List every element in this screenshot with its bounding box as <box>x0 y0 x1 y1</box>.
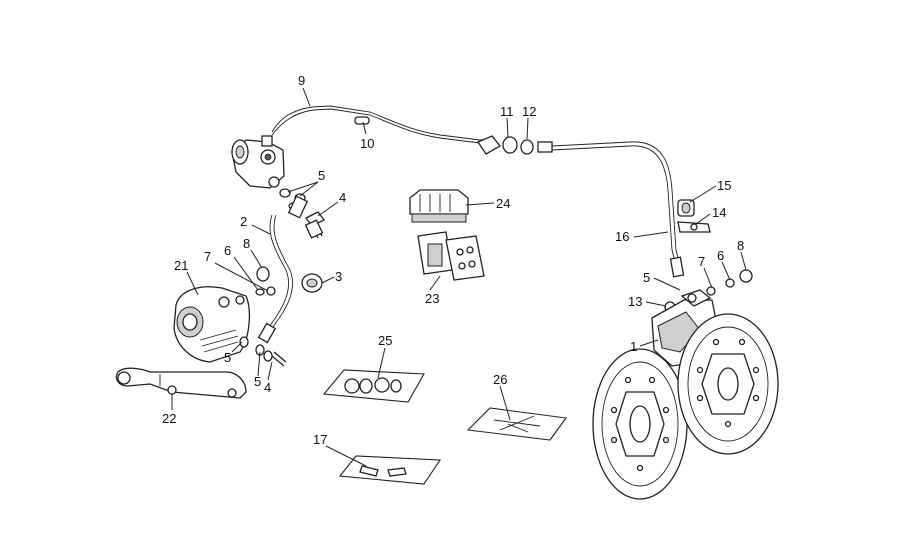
callout-6: 6 <box>224 243 231 258</box>
callout-6: 6 <box>717 248 724 263</box>
leader-lines <box>171 87 747 467</box>
callout-5: 5 <box>643 270 650 285</box>
callout-16: 16 <box>615 229 629 244</box>
brake-hose-16 <box>551 141 685 278</box>
callout-21: 21 <box>174 258 188 273</box>
master-cylinder <box>231 135 285 189</box>
callout-15: 15 <box>717 178 731 193</box>
caliper-bracket-22 <box>115 367 247 399</box>
brake-pipe-9 <box>271 105 496 144</box>
callout-5: 5 <box>318 168 325 183</box>
brake-disc-front <box>677 313 779 455</box>
bleeder-set-left <box>255 266 276 296</box>
callout-8: 8 <box>243 236 250 251</box>
callout-23: 23 <box>425 291 439 306</box>
repair-kit-26 <box>466 407 567 441</box>
callout-17: 17 <box>313 432 327 447</box>
callout-7: 7 <box>204 249 211 264</box>
callout-10: 10 <box>360 136 374 151</box>
callout-labels: 9 10 11 12 5 4 2 3 8 6 7 21 5 5 4 22 23 … <box>162 73 744 447</box>
callout-4: 4 <box>339 190 346 205</box>
callout-22: 22 <box>162 411 176 426</box>
callout-9: 9 <box>298 73 305 88</box>
callout-5: 5 <box>254 374 261 389</box>
washer-set-lower <box>239 336 287 367</box>
repair-kit-17 <box>338 455 441 485</box>
grommet-3 <box>301 273 323 293</box>
banjo-bolt-upper <box>304 211 325 239</box>
brake-pads-23 <box>417 231 485 281</box>
callout-11: 11 <box>500 104 514 119</box>
callout-26: 26 <box>493 372 507 387</box>
brake-pads-24 <box>409 189 469 223</box>
seal-kit-25 <box>322 369 425 403</box>
callout-2: 2 <box>240 214 247 229</box>
callout-24: 24 <box>496 196 510 211</box>
callout-8: 8 <box>737 238 744 253</box>
junction-fittings-11-12 <box>477 135 553 155</box>
callout-12: 12 <box>522 104 536 119</box>
brake-hose-2 <box>257 195 309 344</box>
callout-14: 14 <box>712 205 726 220</box>
rear-caliper-21 <box>173 286 251 363</box>
callout-7: 7 <box>698 254 705 269</box>
callout-5: 5 <box>224 350 231 365</box>
callout-1: 1 <box>630 339 637 354</box>
hose-clamp-14-15 <box>677 199 711 233</box>
callout-25: 25 <box>378 333 392 348</box>
brake-disc-rear <box>592 348 688 500</box>
callout-13: 13 <box>628 294 642 309</box>
callout-4: 4 <box>264 380 271 395</box>
callout-3: 3 <box>335 269 342 284</box>
